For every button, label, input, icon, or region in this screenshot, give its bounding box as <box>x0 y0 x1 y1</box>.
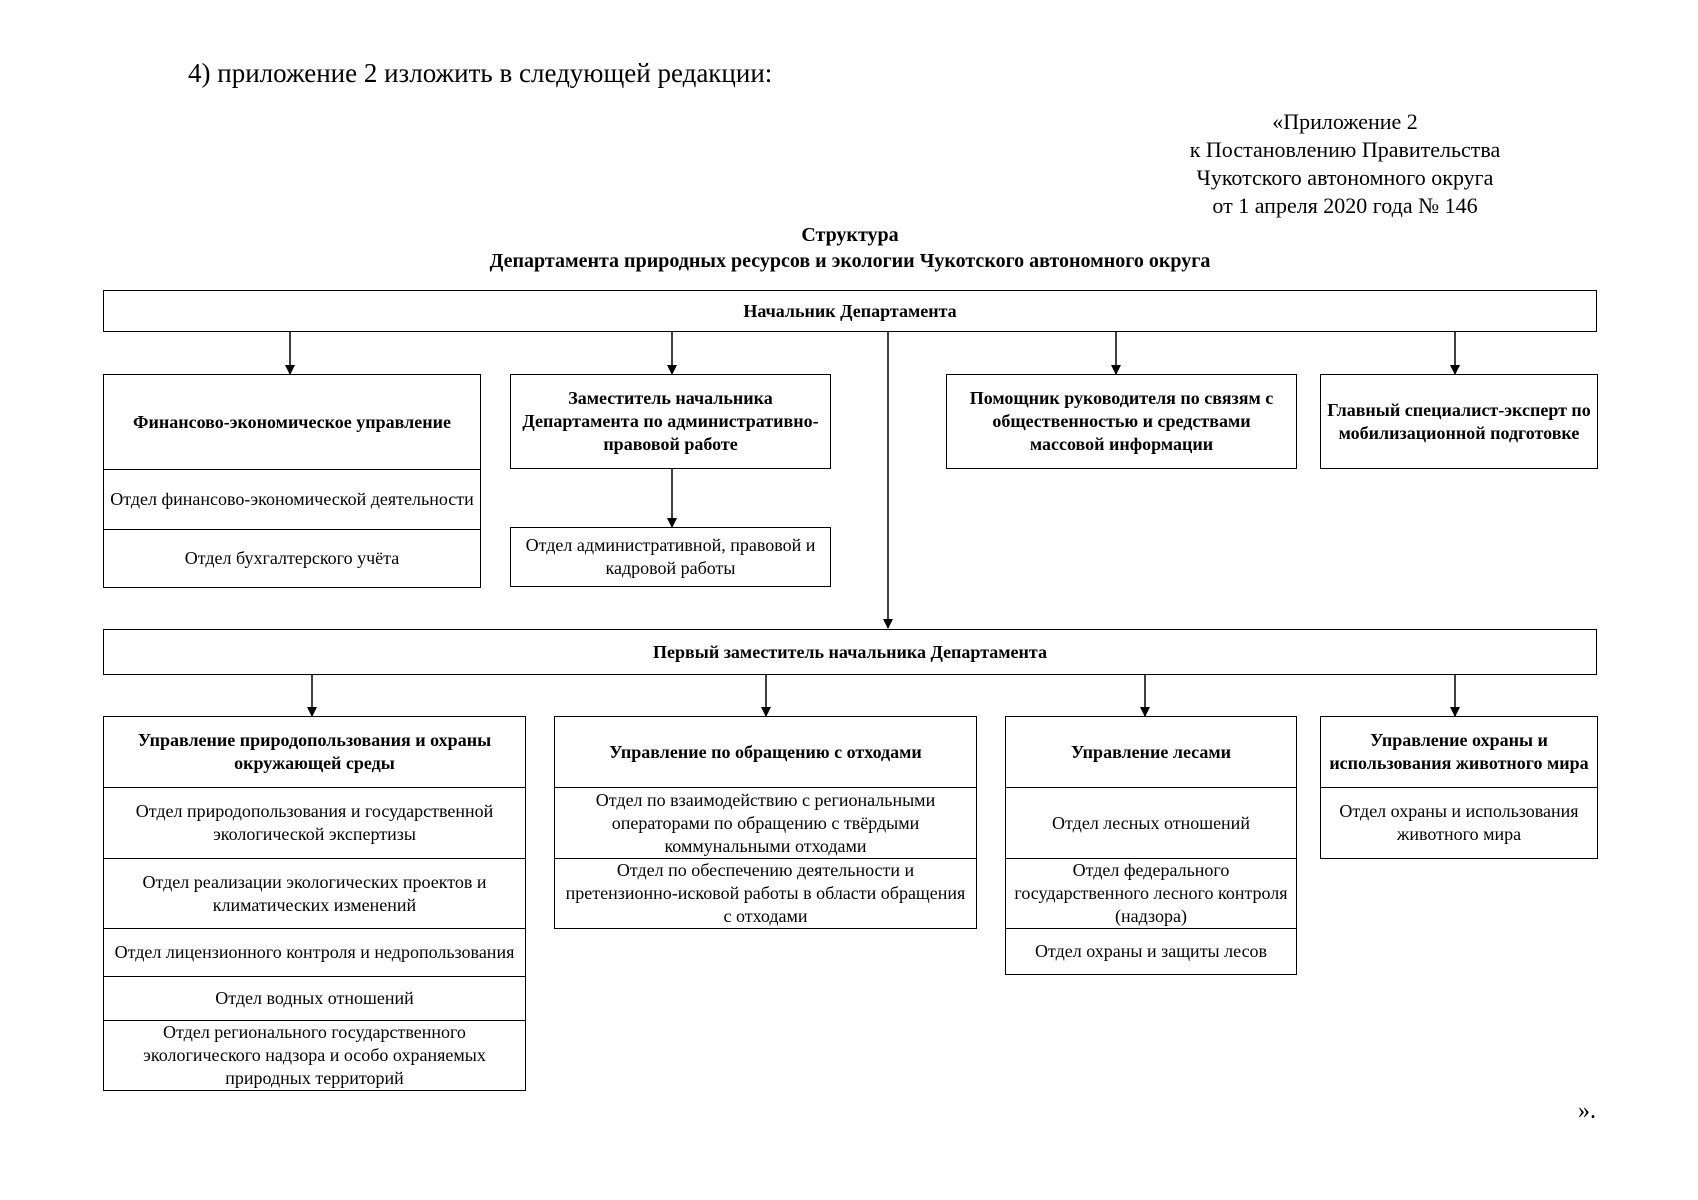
intro-text: 4) приложение 2 изложить в следующей ред… <box>188 58 773 88</box>
forest-dept-2: Отдел федерального государственного лесн… <box>1006 859 1296 929</box>
nature-management-header: Управление природопользования и охраны о… <box>104 717 525 788</box>
nature-dept-2: Отдел реализации экологических проектов … <box>104 859 525 929</box>
wildlife-management-header: Управление охраны и использования животн… <box>1321 717 1597 788</box>
head-of-department-box: Начальник Департамента <box>103 290 1597 332</box>
assistant-box: Помощник руководителя по связям с общест… <box>946 374 1297 469</box>
wildlife-management-label: Управление охраны и использования животн… <box>1329 730 1589 773</box>
forest-management-label: Управление лесами <box>1070 741 1232 762</box>
forest-dept-1: Отдел лесных отношений <box>1006 788 1296 859</box>
waste-management-label: Управление по обращению с отходами <box>609 741 922 762</box>
forest-dept-3: Отдел охраны и защиты лесов <box>1006 929 1296 975</box>
finance-management-header: Финансово-экономическое управление <box>104 375 480 470</box>
nature-dept-5: Отдел регионального государственного эко… <box>104 1021 525 1091</box>
finance-dept: Отдел финансово-экономической деятельнос… <box>104 470 480 530</box>
waste-dept-2: Отдел по обеспечению деятельности и прет… <box>555 859 976 929</box>
title-line-2: Департамента природных ресурсов и эколог… <box>489 250 1211 272</box>
nature-dept-label: Отдел водных отношений <box>215 988 414 1008</box>
assistant-label: Помощник руководителя по связям с общест… <box>969 388 1274 454</box>
first-deputy-label: Первый заместитель начальника Департамен… <box>653 641 1047 662</box>
appendix-line: от 1 апреля 2020 года № 146 <box>1212 193 1478 218</box>
admin-legal-hr-dept-label: Отдел административной, правовой и кадро… <box>525 535 816 578</box>
waste-dept-label: Отдел по обеспечению деятельности и прет… <box>565 860 966 926</box>
wildlife-management-block: Управление охраны и использования животн… <box>1320 716 1598 859</box>
accounting-dept-label: Отдел бухгалтерского учёта <box>184 548 400 568</box>
forest-dept-label: Отдел лесных отношений <box>1052 812 1250 833</box>
finance-management-block: Финансово-экономическое управление Отдел… <box>103 374 481 588</box>
nature-dept-label: Отдел лицензионного контроля и недрополь… <box>114 942 515 962</box>
waste-management-header: Управление по обращению с отходами <box>555 717 976 788</box>
waste-dept-1: Отдел по взаимодействию с региональными … <box>555 788 976 859</box>
head-of-department-label: Начальник Департамента <box>743 300 957 321</box>
chief-specialist-box: Главный специалист-эксперт по мобилизаци… <box>1320 374 1598 469</box>
title-line-1: Структура <box>801 224 899 246</box>
waste-dept-label: Отдел по взаимодействию с региональными … <box>595 789 936 856</box>
finance-dept-label: Отдел финансово-экономической деятельнос… <box>110 489 474 509</box>
waste-management-block: Управление по обращению с отходами Отдел… <box>554 716 977 929</box>
forest-dept-label: Отдел охраны и защиты лесов <box>1034 941 1268 961</box>
nature-management-block: Управление природопользования и охраны о… <box>103 716 526 1091</box>
nature-dept-label: Отдел реализации экологических проектов … <box>142 871 487 915</box>
finance-management-label: Финансово-экономическое управление <box>133 411 451 432</box>
appendix-reference: «Приложение 2 к Постановлению Правительс… <box>1180 108 1510 220</box>
closing-quote: ». <box>1578 1098 1596 1124</box>
nature-dept-1: Отдел природопользования и государственн… <box>104 788 525 859</box>
first-deputy-box: Первый заместитель начальника Департамен… <box>103 629 1597 675</box>
appendix-line: к Постановлению Правительства <box>1189 137 1501 162</box>
nature-dept-label: Отдел регионального государственного эко… <box>143 1022 486 1088</box>
wildlife-dept: Отдел охраны и использования животного м… <box>1321 788 1597 859</box>
appendix-line: «Приложение 2 <box>1272 109 1418 134</box>
nature-dept-4: Отдел водных отношений <box>104 977 525 1021</box>
nature-dept-3: Отдел лицензионного контроля и недрополь… <box>104 929 525 977</box>
deputy-head-label: Заместитель начальника Департамента по а… <box>522 388 819 454</box>
admin-legal-hr-dept-box: Отдел административной, правовой и кадро… <box>510 527 831 587</box>
nature-management-label: Управление природопользования и охраны о… <box>137 730 492 773</box>
nature-dept-label: Отдел природопользования и государственн… <box>135 801 494 844</box>
appendix-line: Чукотского автономного округа <box>1196 165 1494 190</box>
deputy-head-box: Заместитель начальника Департамента по а… <box>510 374 831 469</box>
chief-specialist-label: Главный специалист-эксперт по мобилизаци… <box>1327 399 1591 443</box>
structure-title: Структура Департамента природных ресурсо… <box>400 222 1300 274</box>
forest-management-block: Управление лесами Отдел лесных отношений… <box>1005 716 1297 975</box>
wildlife-dept-label: Отдел охраны и использования животного м… <box>1339 801 1579 844</box>
forest-dept-label: Отдел федерального государственного лесн… <box>1014 860 1288 926</box>
accounting-dept: Отдел бухгалтерского учёта <box>104 530 480 588</box>
forest-management-header: Управление лесами <box>1006 717 1296 788</box>
